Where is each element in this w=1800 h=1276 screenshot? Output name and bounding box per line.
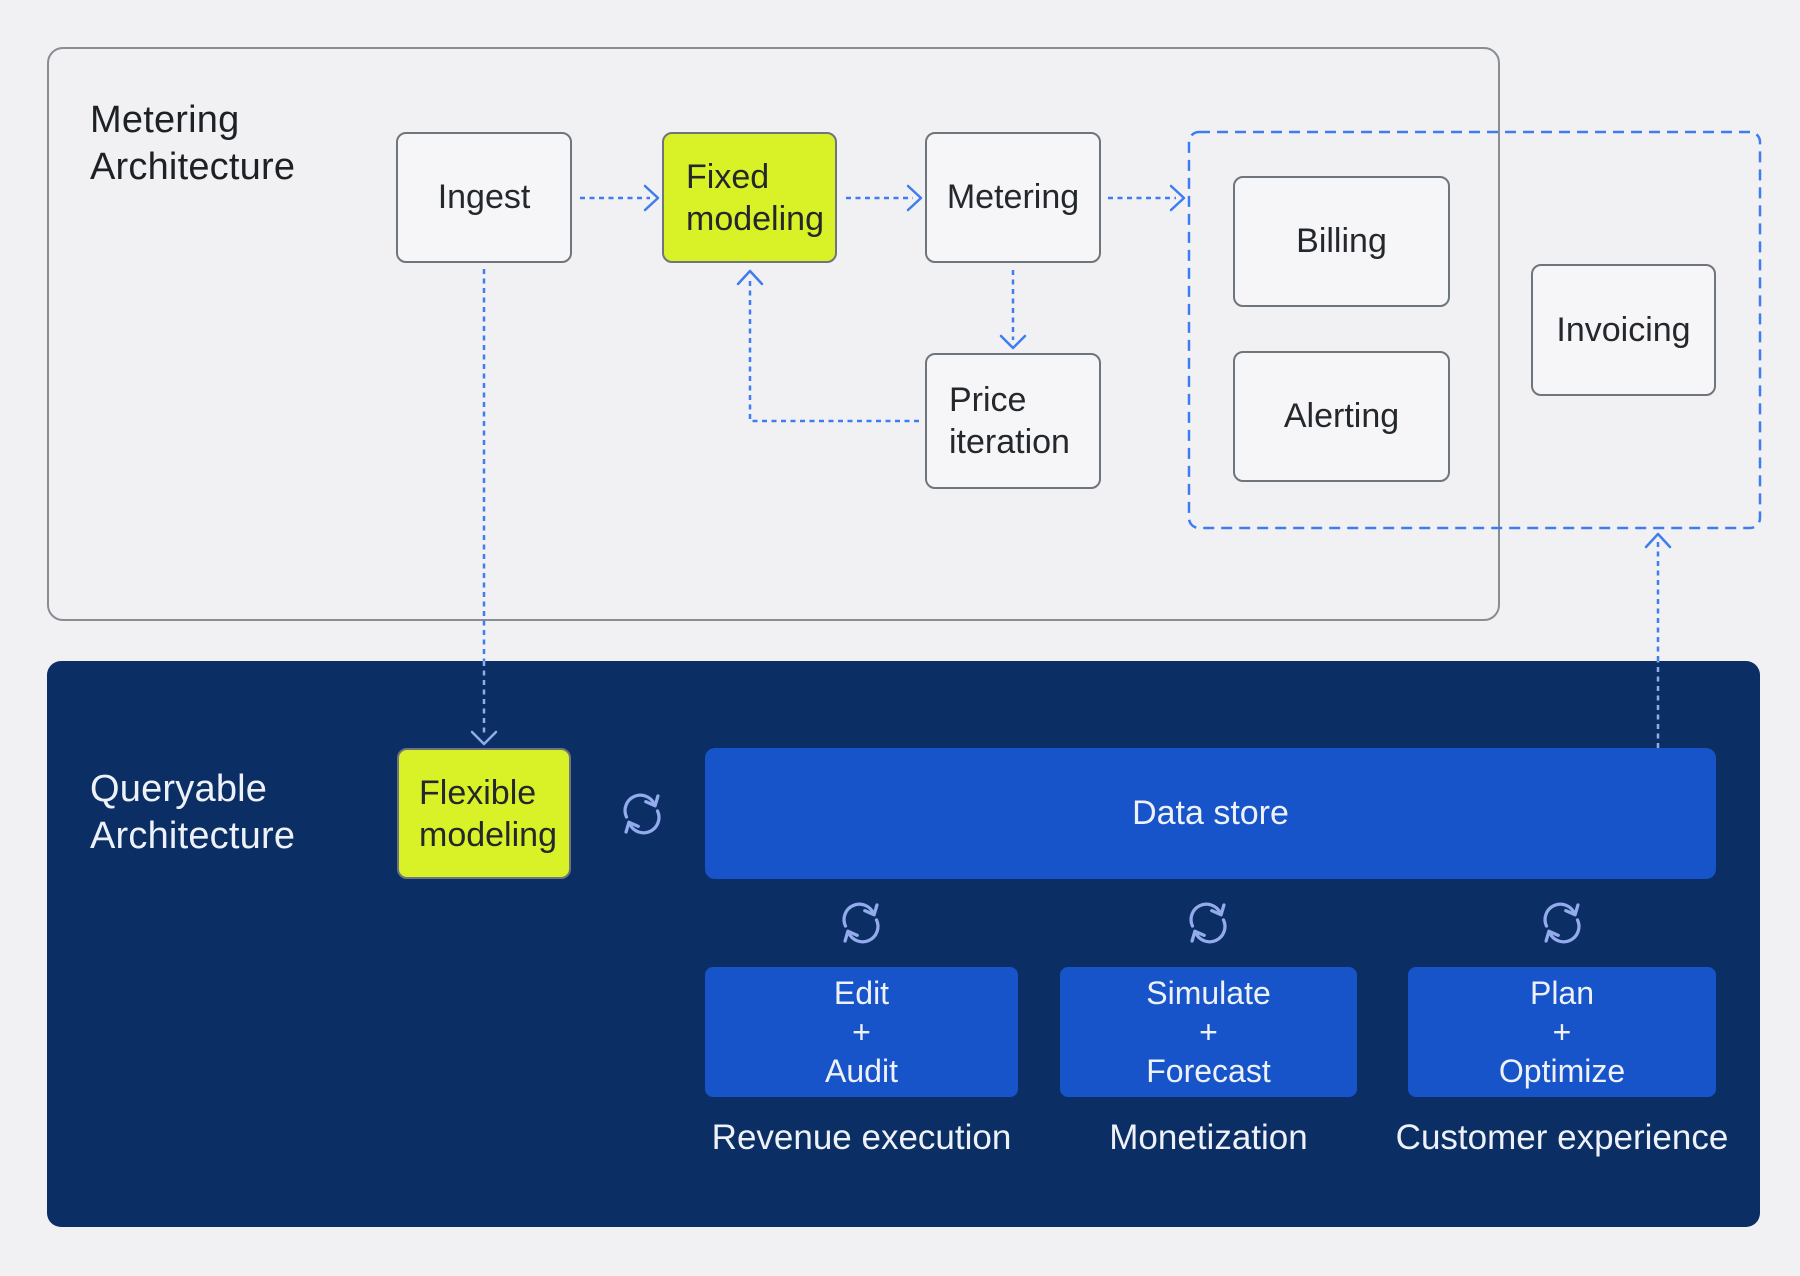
- sync-icon: [1539, 900, 1585, 946]
- node-flexible-modeling-label: Flexible modeling: [419, 773, 557, 854]
- node-ingest-label: Ingest: [437, 178, 531, 216]
- sync-icon: [838, 900, 884, 946]
- sync-icon: [1185, 900, 1231, 946]
- node-invoicing: Invoicing: [1531, 264, 1716, 396]
- node-alerting: Alerting: [1233, 351, 1450, 482]
- capability-label-revenue-execution: Revenue execution: [711, 1118, 1012, 1157]
- node-billing: Billing: [1233, 176, 1450, 307]
- node-billing-label: Billing: [1296, 222, 1387, 260]
- node-price-iteration: Price iteration: [925, 353, 1101, 489]
- metering-title-line2: Architecture: [90, 146, 296, 188]
- capability-label-monetization: Monetization: [1109, 1118, 1308, 1157]
- capability-box-plan-optimize: Plan + Optimize: [1408, 967, 1716, 1097]
- node-fixed-modeling-label: Fixed modeling: [686, 157, 824, 238]
- arrowhead-up-icon: [1644, 532, 1672, 549]
- data-store-bar: Data store: [705, 748, 1716, 879]
- queryable-title-line2: Architecture: [90, 815, 296, 857]
- metering-title: Metering Architecture: [90, 97, 295, 191]
- sync-icon: [619, 791, 665, 837]
- node-ingest: Ingest: [396, 132, 572, 263]
- metering-title-line1: Metering: [90, 99, 240, 141]
- node-invoicing-label: Invoicing: [1556, 310, 1691, 349]
- capability-box-simulate-forecast: Simulate + Forecast: [1060, 967, 1357, 1097]
- node-flexible-modeling: Flexible modeling: [397, 748, 571, 879]
- capability-box-edit-audit: Edit + Audit: [705, 967, 1018, 1097]
- capability-label-customer-experience: Customer experience: [1395, 1118, 1729, 1157]
- queryable-title-line1: Queryable: [90, 768, 268, 810]
- node-alerting-label: Alerting: [1283, 397, 1400, 435]
- node-price-iteration-label: Price iteration: [949, 381, 1070, 461]
- data-store-label: Data store: [1132, 794, 1289, 832]
- queryable-title: Queryable Architecture: [90, 766, 295, 860]
- node-metering: Metering: [925, 132, 1101, 263]
- node-fixed-modeling: Fixed modeling: [662, 132, 837, 263]
- node-metering-label: Metering: [946, 178, 1080, 216]
